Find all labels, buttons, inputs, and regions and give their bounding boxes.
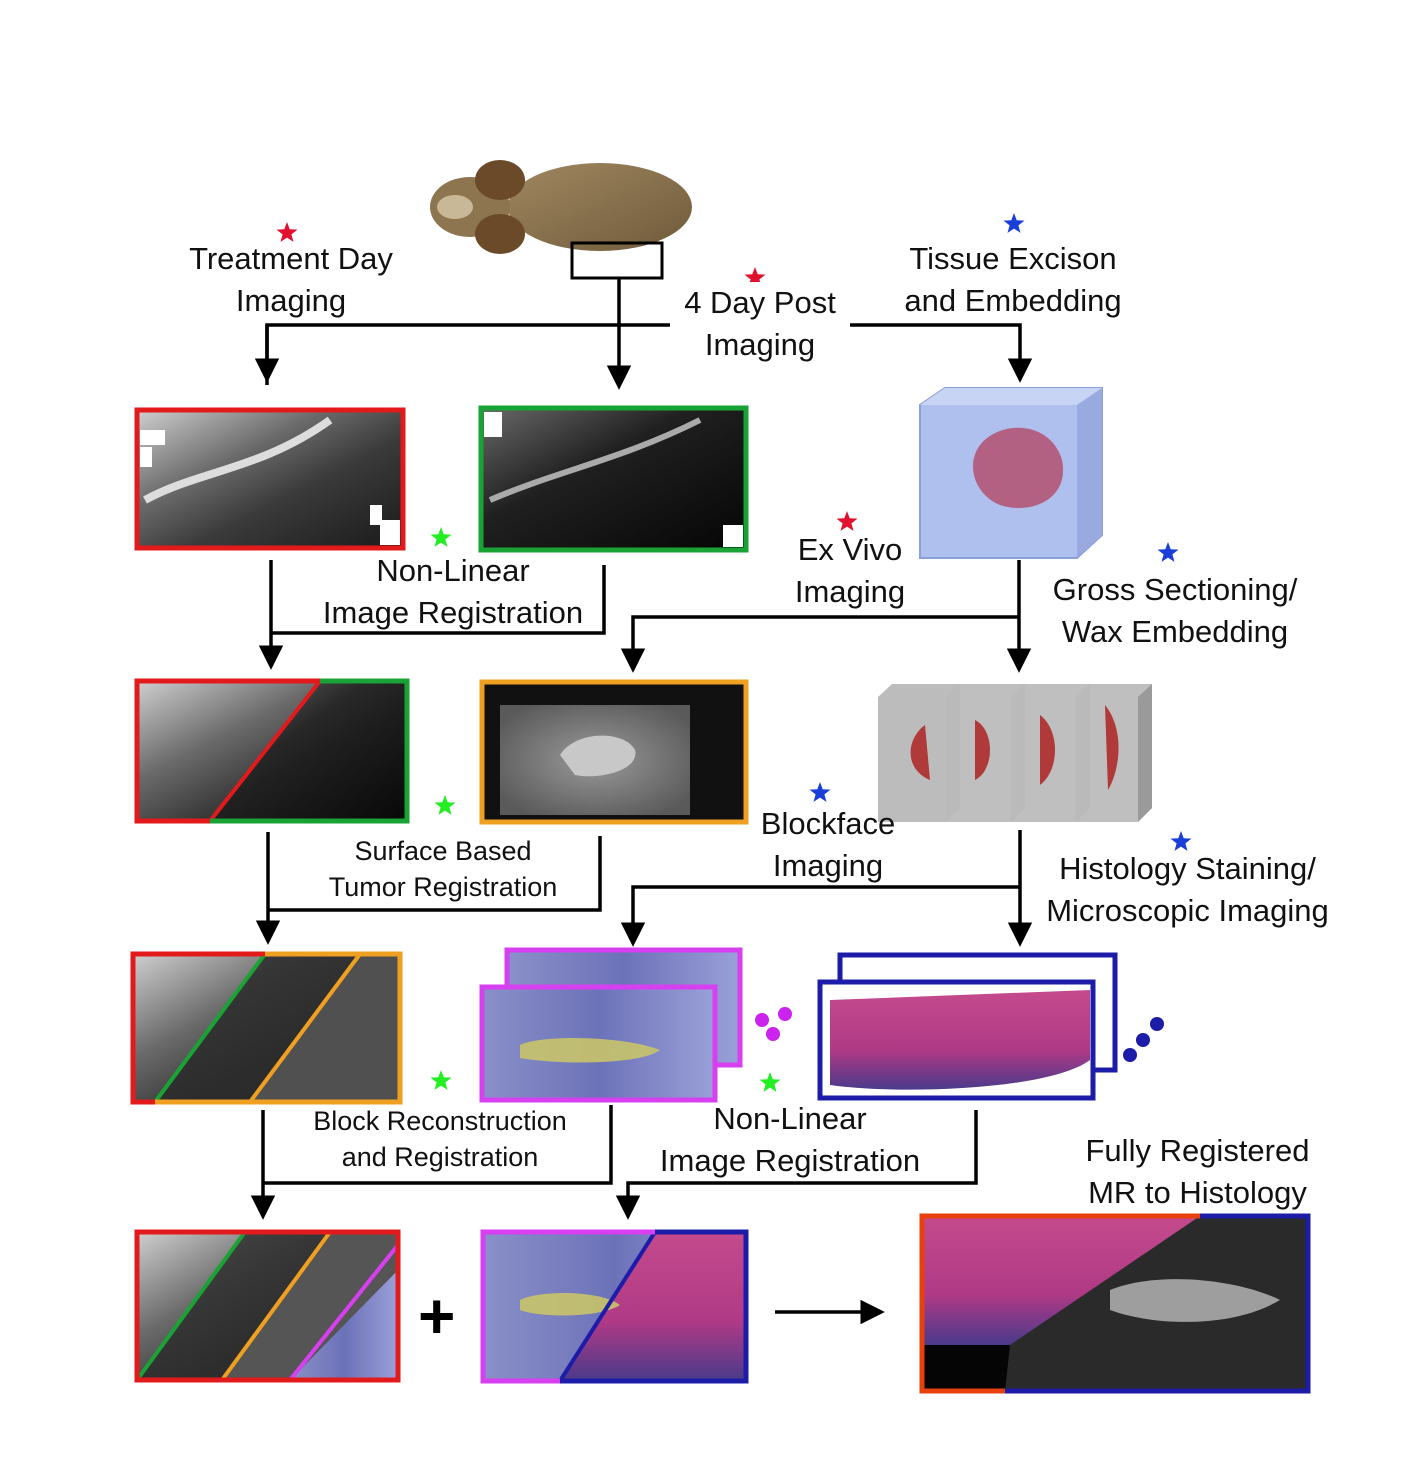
final-mr-composite xyxy=(134,1229,401,1383)
star-tissue-excision-icon xyxy=(1003,213,1025,233)
region-of-interest-box xyxy=(570,241,664,280)
step-stars xyxy=(276,213,1192,1092)
star-histology-icon xyxy=(1170,831,1192,851)
registered-invivo-mr-stack xyxy=(134,678,410,824)
reconstructed-block-stack xyxy=(130,951,403,1105)
star-treatment-day-icon xyxy=(276,222,298,242)
fully-registered-result xyxy=(919,1213,1311,1394)
treatment-day-mr-stack xyxy=(134,407,406,551)
mouse-image xyxy=(430,160,692,280)
four-day-post-mr-stack xyxy=(478,405,749,553)
star-four-day-post-icon xyxy=(744,267,766,287)
tissue-block-cube xyxy=(919,387,1103,559)
star-surface-registration-icon xyxy=(434,795,456,815)
flow-arrows xyxy=(250,278,1033,1325)
star-blockface-icon xyxy=(809,782,831,802)
plus-symbol: + xyxy=(418,1280,456,1352)
ex-vivo-mr-stack xyxy=(479,679,749,825)
star-block-reconstruction-icon xyxy=(430,1070,452,1090)
star-nonlinear-registration-2-icon xyxy=(759,1072,781,1092)
blockface-image-stack xyxy=(479,947,792,1103)
label-gross-sectioning: Gross Sectioning/Wax Embedding xyxy=(1052,572,1298,649)
label-histology-staining: Histology Staining/Microscopic Imaging xyxy=(1046,851,1329,928)
histology-image-stack xyxy=(817,952,1164,1101)
final-blockface-histology-composite xyxy=(480,1229,749,1384)
gross-sections xyxy=(878,684,1152,822)
star-nonlinear-registration-1-icon xyxy=(430,527,452,547)
star-ex-vivo-icon xyxy=(836,511,858,531)
star-gross-sectioning-icon xyxy=(1157,542,1179,562)
